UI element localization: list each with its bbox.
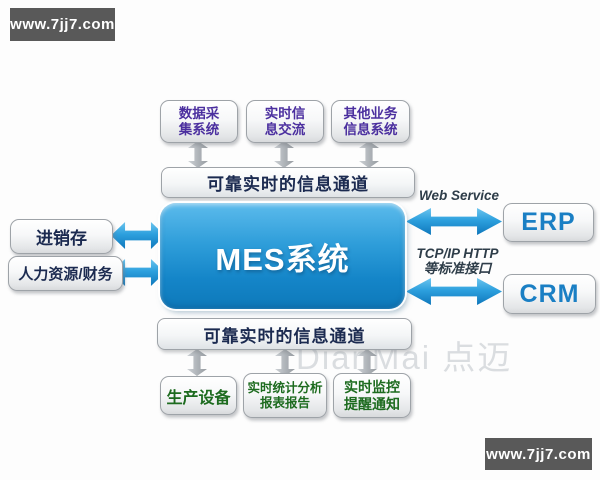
double-arrow-vertical-icon — [359, 141, 379, 168]
node-realtime-monitoring-alerts: 实时监控 提醒通知 — [333, 373, 411, 418]
node-label: ERP — [521, 208, 576, 236]
node-label-line: 报表报告 — [259, 395, 310, 410]
node-erp: ERP — [503, 203, 594, 242]
node-crm: CRM — [503, 274, 596, 314]
mes-system-box: MES系统 — [160, 203, 405, 309]
node-label-line: 数据采 — [178, 105, 220, 121]
double-arrow-horizontal-icon — [406, 208, 502, 235]
node-label-line: 实时统计分析 — [247, 380, 323, 395]
bottom-info-channel-bar: 可靠实时的信息通道 — [157, 318, 412, 350]
node-label: 生产设备 — [166, 389, 231, 407]
node-label-line: 信息系统 — [343, 121, 398, 137]
protocol-label-tcpip: TCP/IP HTTP 等标准接口 — [410, 246, 505, 276]
node-hr-finance: 人力资源/财务 — [8, 256, 123, 291]
double-arrow-vertical-icon — [188, 141, 208, 168]
node-other-business-systems: 其他业务 信息系统 — [331, 100, 410, 143]
double-arrow-vertical-icon — [274, 141, 294, 168]
node-label-line: 实时信 — [264, 105, 306, 121]
node-label-line: 实时监控 — [344, 378, 400, 395]
site-watermark-bottom-right: www.7jj7.com — [485, 438, 592, 470]
node-label: CRM — [519, 279, 580, 308]
node-label-line: 息交流 — [264, 121, 306, 137]
node-inventory: 进销存 — [10, 219, 113, 254]
node-data-collection-system: 数据采 集系统 — [160, 100, 238, 143]
site-watermark-top-left: www.7jj7.com — [10, 8, 115, 41]
protocol-label-web-service: Web Service — [418, 188, 500, 203]
double-arrow-vertical-icon — [187, 349, 207, 376]
node-label: 人力资源/财务 — [18, 266, 113, 283]
top-info-channel-bar: 可靠实时的信息通道 — [161, 167, 415, 198]
double-arrow-vertical-icon — [357, 349, 377, 376]
double-arrow-horizontal-icon — [406, 278, 502, 305]
node-label: 进销存 — [36, 229, 87, 248]
node-label-line: 集系统 — [178, 121, 220, 137]
node-realtime-stats-reports: 实时统计分析 报表报告 — [243, 373, 327, 418]
double-arrow-vertical-icon — [275, 349, 295, 376]
node-label-line: 其他业务 — [343, 105, 398, 121]
node-realtime-info-exchange: 实时信 息交流 — [246, 100, 324, 143]
protocol-label-line: 等标准接口 — [423, 261, 492, 276]
node-label-line: 提醒通知 — [344, 395, 400, 412]
protocol-label-line: TCP/IP HTTP — [416, 246, 499, 261]
node-production-equipment: 生产设备 — [160, 376, 237, 415]
double-arrow-horizontal-icon — [111, 222, 165, 249]
